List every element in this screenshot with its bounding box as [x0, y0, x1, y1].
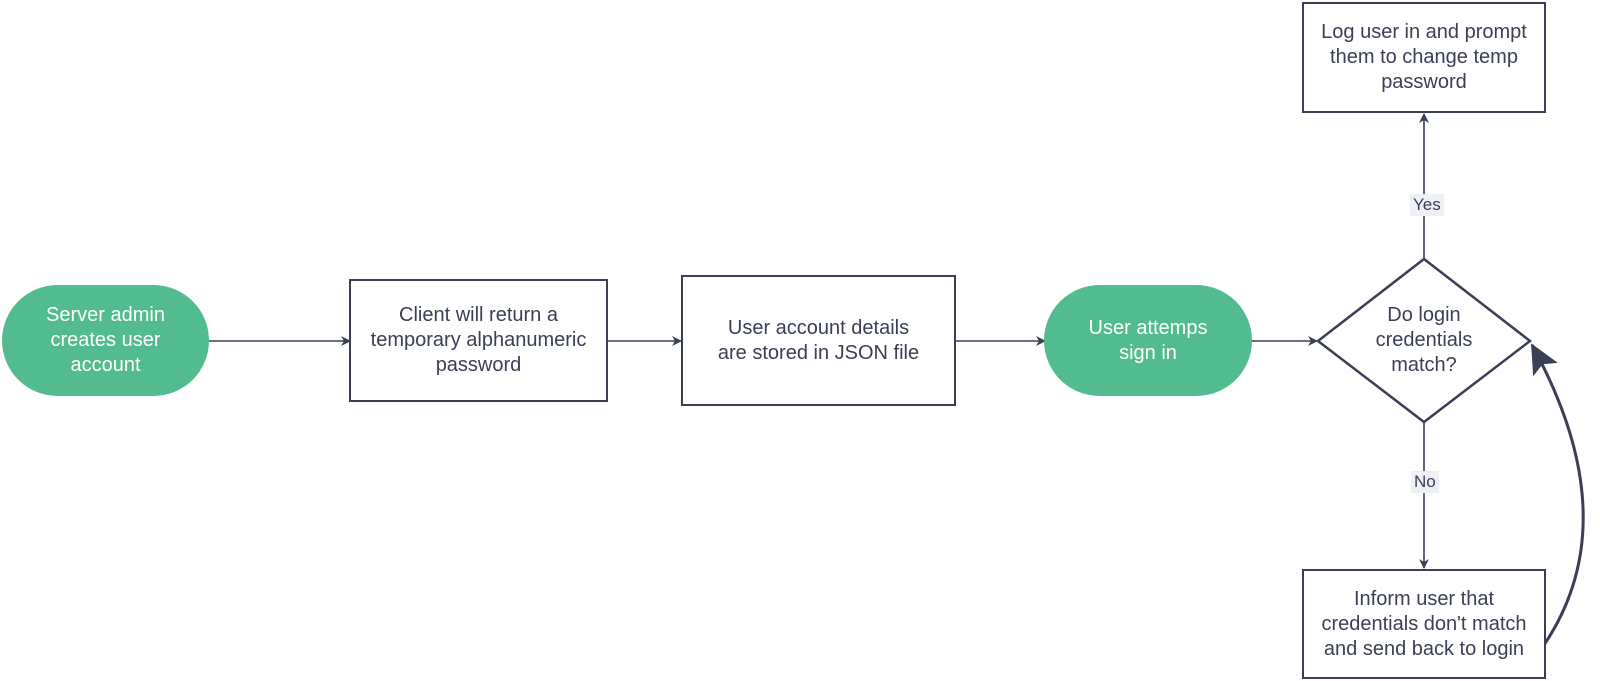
success-node-label: Log user in and prompt them to change te… [1321, 21, 1527, 93]
start-node-label: Server admin creates user account [46, 304, 165, 376]
stored-node-label: User account details are stored in JSON … [717, 316, 920, 364]
edge-failure-back-to-decision [1530, 343, 1585, 646]
success-node: Log user in and prompt them to change te… [1302, 2, 1546, 113]
yes-edge-label: Yes [1410, 194, 1444, 216]
temp-password-node-label: Client will return a temporary alphanume… [370, 304, 587, 376]
stored-node: User account details are stored in JSON … [681, 275, 956, 406]
temp-password-node: Client will return a temporary alphanume… [349, 279, 608, 402]
no-edge-label: No [1411, 471, 1439, 493]
sign-in-node-label: User attemps sign in [1088, 316, 1208, 364]
sign-in-node: User attemps sign in [1044, 285, 1252, 396]
decision-diamond-shape [1315, 257, 1533, 424]
decision-node-label: Do login credentials match? [1375, 304, 1473, 376]
failure-node: Inform user that credentials don't match… [1302, 569, 1546, 679]
decision-node: Do login credentials match? [1318, 259, 1530, 422]
start-node: Server admin creates user account [2, 285, 209, 396]
failure-node-label: Inform user that credentials don't match… [1321, 587, 1527, 660]
